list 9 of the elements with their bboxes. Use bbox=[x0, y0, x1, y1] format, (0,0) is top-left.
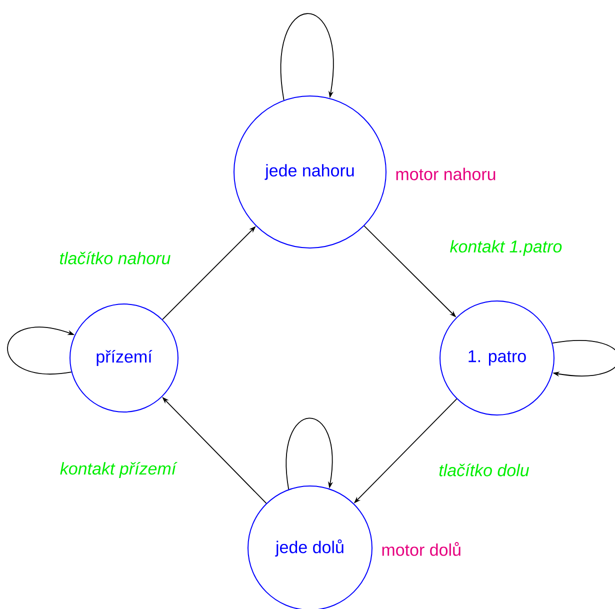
output-label: motor dolů bbox=[382, 542, 460, 556]
edge-label: tlačítko nahoru bbox=[60, 252, 170, 264]
edge-label: tlačítko dolu bbox=[439, 464, 529, 476]
arrow bbox=[280, 13, 334, 101]
output-label: motor nahoru bbox=[396, 168, 496, 180]
edge-label: kontakt přízemí bbox=[60, 462, 178, 478]
arrow bbox=[286, 418, 334, 490]
edge-label: kontakt 1.patro bbox=[450, 240, 562, 256]
arrow bbox=[552, 340, 615, 377]
